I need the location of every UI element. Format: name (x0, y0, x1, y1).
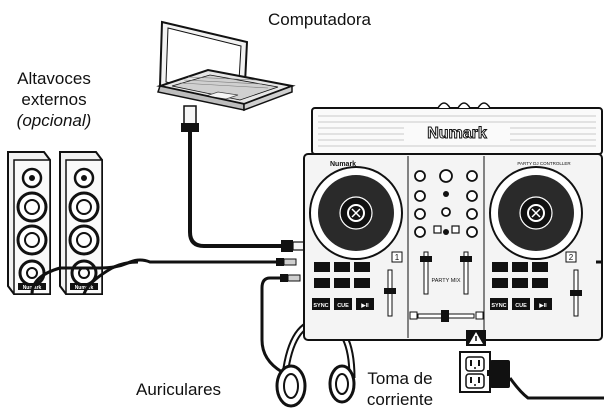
laptop (156, 20, 296, 112)
usb-cable (188, 132, 282, 248)
outlet-label-line2: corriente (366, 390, 434, 409)
headphone-plug (280, 274, 301, 282)
speaker-plug (276, 258, 297, 266)
deck-left-number: 1 (395, 253, 400, 262)
headphones-label: Auriculares (136, 380, 222, 399)
model-text: PARTY MIX (431, 278, 460, 284)
computer-label: Computadora (268, 10, 372, 29)
controller-brand: Numark (427, 125, 487, 142)
deck-right-number: 2 (569, 253, 574, 262)
controller-brand-small: Numark (330, 161, 356, 168)
power-cable (508, 377, 604, 400)
speakers-label: Altavoces externos (opcional) (0, 68, 108, 131)
speakers-label-line1: Altavoces (17, 69, 91, 88)
power-warning-icon (466, 330, 486, 346)
usb-plug-controller (281, 240, 305, 252)
left-sync-label: SYNC (313, 303, 328, 309)
controller-subtitle: PARTY DJ CONTROLLER (517, 161, 571, 166)
speaker-right-brand: Numark (75, 285, 94, 291)
headphones (275, 318, 356, 408)
left-cue-label: CUE (337, 303, 349, 309)
power-adapter (487, 360, 510, 388)
speakers-label-line3: (opcional) (16, 111, 92, 130)
outlet-label-line1: Toma de (367, 369, 433, 388)
right-cue-label: CUE (515, 303, 527, 309)
right-sync-label: SYNC (491, 303, 506, 309)
speakers-label-line2: externos (21, 90, 87, 109)
wall-outlet (459, 351, 491, 393)
speaker-left: Numark (7, 151, 51, 295)
speaker-right: Numark (59, 151, 103, 295)
headphone-cable (260, 276, 298, 374)
left-play-label: ▶II (360, 302, 369, 309)
speaker-cable-right (82, 260, 139, 295)
right-play-label: ▶II (538, 302, 547, 309)
dj-controller: Numark Numark PARTY DJ CONTROLLER (303, 102, 603, 341)
usb-plug-laptop (181, 105, 199, 132)
outlet-label: Toma de corriente (352, 368, 448, 410)
